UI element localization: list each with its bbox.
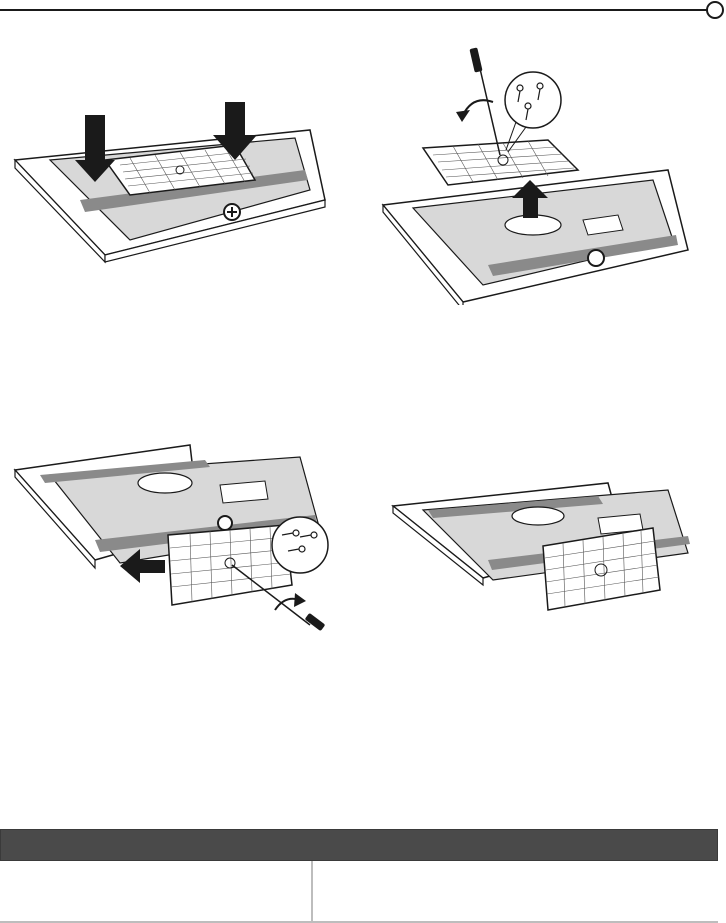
- step-3-illustration: [10, 435, 345, 645]
- step-4-illustration: [388, 478, 698, 613]
- step-2-illustration: [378, 40, 698, 305]
- table-row: [0, 861, 718, 923]
- page-header-rule: [0, 0, 726, 30]
- table-cell-right: [313, 861, 718, 921]
- table-header: [0, 829, 718, 861]
- table-cell-left: [0, 861, 313, 921]
- spec-table: [0, 829, 718, 921]
- step-1-illustration: [10, 90, 340, 270]
